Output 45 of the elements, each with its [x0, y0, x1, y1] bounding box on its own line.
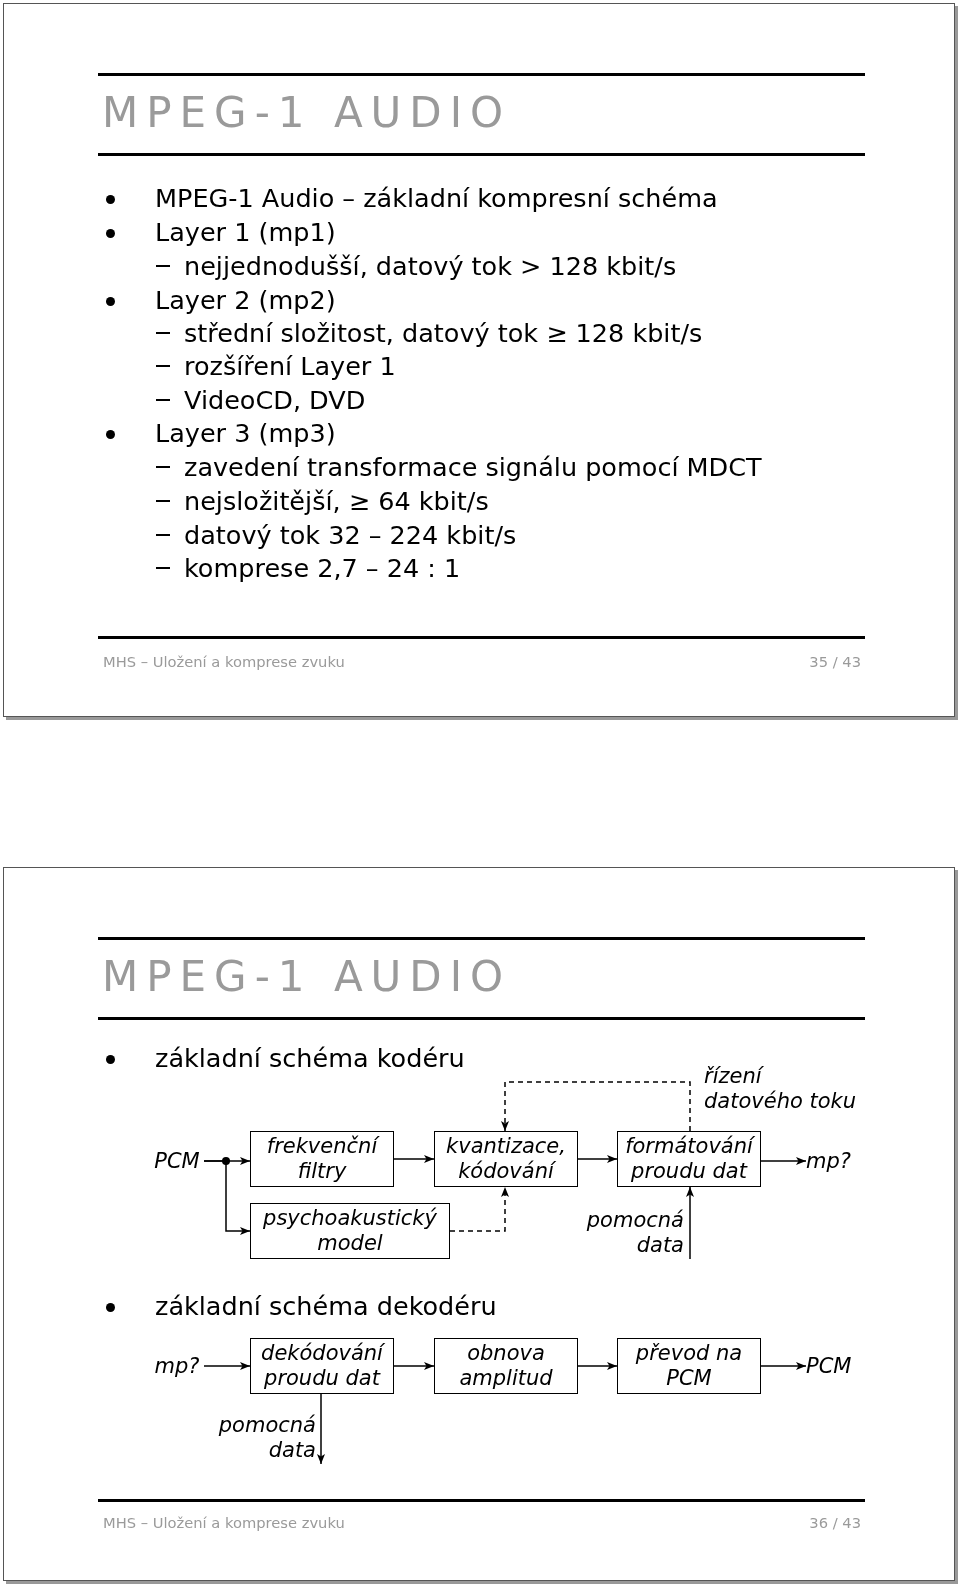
arrow	[577, 1155, 618, 1163]
signal-label: mp?	[150, 1352, 204, 1380]
arrow	[577, 1362, 618, 1370]
bullet-item: Layer 1 (mp1)	[155, 217, 336, 247]
dashed-arrow	[501, 1081, 691, 1132]
signal-label: PCM	[806, 1352, 862, 1380]
sub-item: nejjednodušší, datový tok > 128 kbit/s	[184, 251, 677, 281]
process-box: frekvenční filtry	[250, 1131, 394, 1187]
signal-label: pomocná data	[572, 1207, 684, 1259]
footer-text: MHS – Uložení a komprese zvuku	[103, 653, 345, 671]
arrow	[760, 1157, 807, 1165]
signal-label: PCM	[150, 1147, 204, 1175]
process-box: dekódování proudu dat	[250, 1338, 394, 1394]
sub-item: datový tok 32 – 224 kbit/s	[184, 520, 517, 550]
sub-item: zavedení transformace signálu pomocí MDCT	[184, 452, 762, 482]
arrow	[203, 1160, 251, 1235]
arrow	[317, 1393, 325, 1465]
dashed-arrow	[449, 1186, 509, 1232]
process-box: obnova amplitud	[434, 1338, 578, 1394]
bullet-item: Layer 3 (mp3)	[155, 418, 336, 448]
process-box: převod na PCM	[617, 1338, 761, 1394]
arrow	[203, 1362, 251, 1370]
slide-title: MPEG-1 AUDIO	[102, 92, 512, 134]
sub-item: komprese 2,7 – 24 : 1	[184, 553, 461, 583]
signal-label: mp?	[806, 1147, 862, 1175]
bullet-item: základní schéma kodéru	[155, 1043, 465, 1073]
sub-item: VideoCD, DVD	[184, 385, 366, 415]
signal-label: pomocná data	[200, 1412, 316, 1464]
sub-item: střední složitost, datový tok ≥ 128 kbit/s	[184, 318, 703, 348]
arrow	[686, 1186, 694, 1260]
process-box: kvantizace, kódování	[434, 1131, 578, 1187]
arrow	[393, 1362, 435, 1370]
sub-item: rozšíření Layer 1	[184, 351, 396, 381]
footer-text: MHS – Uložení a komprese zvuku	[103, 1514, 345, 1532]
bullet-item: základní schéma dekodéru	[155, 1291, 497, 1321]
bullet-item: Layer 2 (mp2)	[155, 285, 336, 315]
slide-title: MPEG-1 AUDIO	[102, 956, 512, 998]
process-box: formátování proudu dat	[617, 1131, 761, 1187]
arrow	[393, 1155, 435, 1163]
bullet-item: MPEG-1 Audio – základní kompresní schéma	[155, 183, 718, 213]
page-number: 36 / 43	[809, 1514, 861, 1532]
arrow	[760, 1362, 807, 1370]
process-box: psychoakustický model	[250, 1203, 450, 1259]
sub-item: nejsložitější, ≥ 64 kbit/s	[184, 486, 489, 516]
page-number: 35 / 43	[809, 653, 861, 671]
